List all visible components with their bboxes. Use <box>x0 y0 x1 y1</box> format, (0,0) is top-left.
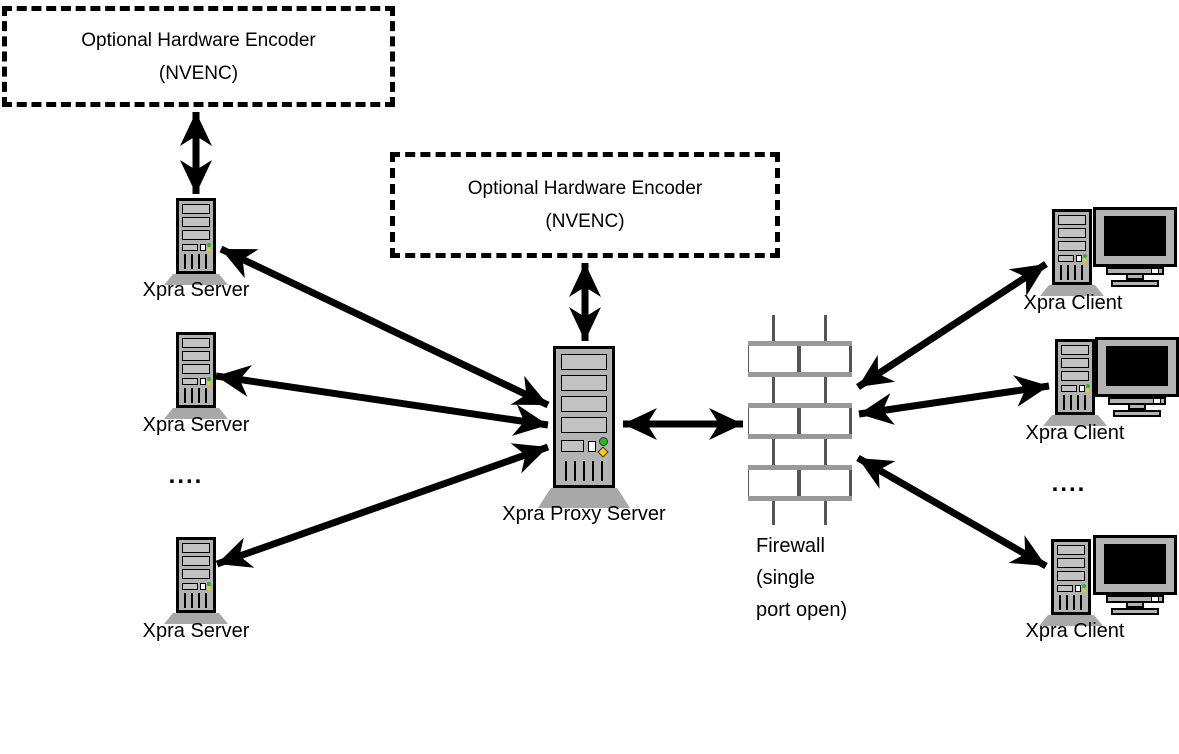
encoder-middle-line2: (NVENC) <box>545 211 625 232</box>
drive-bays-icon <box>179 540 213 579</box>
client-label-2: Xpra Client <box>1025 422 1125 444</box>
monitor-button-icon <box>1151 596 1159 602</box>
drive-bays-icon <box>179 335 213 374</box>
xpra-client-node-3 <box>1039 539 1103 626</box>
client-label-3: Xpra Client <box>1025 620 1125 642</box>
xpra-client-node-1 <box>1040 209 1104 296</box>
firewall-label-line2: (single <box>756 567 815 589</box>
monitor-screen <box>1104 216 1166 256</box>
vents-icon <box>184 593 208 608</box>
drive-bays-icon <box>556 349 612 433</box>
tower-base-icon <box>1039 615 1103 626</box>
server-tower-icon <box>176 198 216 274</box>
drive-bays-icon <box>1054 542 1088 581</box>
floppy-panel-icon <box>561 436 609 458</box>
server-label-1: Xpra Server <box>142 279 250 301</box>
client-tower-icon <box>1051 539 1091 615</box>
vents-icon <box>1060 265 1084 280</box>
server-tower-icon <box>176 537 216 613</box>
vents-icon <box>565 461 603 481</box>
client-monitor-icon <box>1093 535 1177 615</box>
client-tower-icon <box>1055 339 1095 415</box>
arrow-firewall-client2 <box>858 375 1050 425</box>
client-tower-icon <box>1052 209 1092 285</box>
firewall-label-line3: port open) <box>756 599 848 621</box>
firewall-label-line1: Firewall <box>756 535 825 557</box>
drive-bays-icon <box>1058 342 1092 381</box>
optional-hardware-encoder-box-top: Optional Hardware Encoder (NVENC) <box>2 6 395 107</box>
servers-ellipsis: .... <box>168 462 204 489</box>
vents-icon <box>184 254 208 269</box>
vents-icon <box>184 388 208 403</box>
floppy-panel-icon <box>1061 384 1090 393</box>
tower-base-icon <box>538 488 630 508</box>
tower-base-icon <box>164 613 228 624</box>
client-monitor-icon <box>1093 207 1177 287</box>
client-label-1: Xpra Client <box>1023 292 1123 314</box>
clients-ellipsis: .... <box>1051 470 1087 497</box>
tower-base-icon <box>1043 415 1107 426</box>
vents-icon <box>1059 595 1083 610</box>
monitor-button-icon <box>1151 268 1159 274</box>
floppy-panel-icon <box>182 243 211 252</box>
encoder-top-line1: Optional Hardware Encoder <box>81 29 316 51</box>
monitor-screen <box>1106 346 1168 386</box>
optional-hardware-encoder-box-middle: Optional Hardware Encoder (NVENC) <box>390 152 780 258</box>
firewall-brick-wall-icon <box>748 315 852 525</box>
xpra-proxy-server-node <box>538 346 630 508</box>
floppy-panel-icon <box>182 377 211 386</box>
server-label-3: Xpra Server <box>142 620 250 642</box>
server-label-2: Xpra Server <box>142 414 250 436</box>
xpra-server-node-1 <box>164 198 228 285</box>
floppy-panel-icon <box>182 582 211 591</box>
proxy-label: Xpra Proxy Server <box>502 503 666 525</box>
client-monitor-icon <box>1095 337 1179 417</box>
xpra-server-node-3 <box>164 537 228 624</box>
drive-bays-icon <box>179 201 213 240</box>
tower-base-icon <box>1040 285 1104 296</box>
floppy-panel-icon <box>1058 254 1087 263</box>
arrow-firewall-client1 <box>856 261 1048 390</box>
arrow-firewall-client3 <box>856 454 1048 570</box>
encoder-middle-line1: Optional Hardware Encoder <box>467 178 703 199</box>
vents-icon <box>1063 395 1087 410</box>
tower-base-icon <box>164 274 228 285</box>
xpra-server-node-2 <box>164 332 228 419</box>
proxy-tower-icon <box>553 346 615 488</box>
monitor-button-icon <box>1153 398 1161 404</box>
server-tower-icon <box>176 332 216 408</box>
tower-base-icon <box>164 408 228 419</box>
drive-bays-icon <box>1055 212 1089 251</box>
floppy-panel-icon <box>1057 584 1086 593</box>
monitor-screen <box>1104 544 1166 584</box>
arrow-server1-proxy <box>219 245 550 409</box>
xpra-client-node-2 <box>1043 339 1107 426</box>
encoder-top-line2: (NVENC) <box>158 62 239 84</box>
